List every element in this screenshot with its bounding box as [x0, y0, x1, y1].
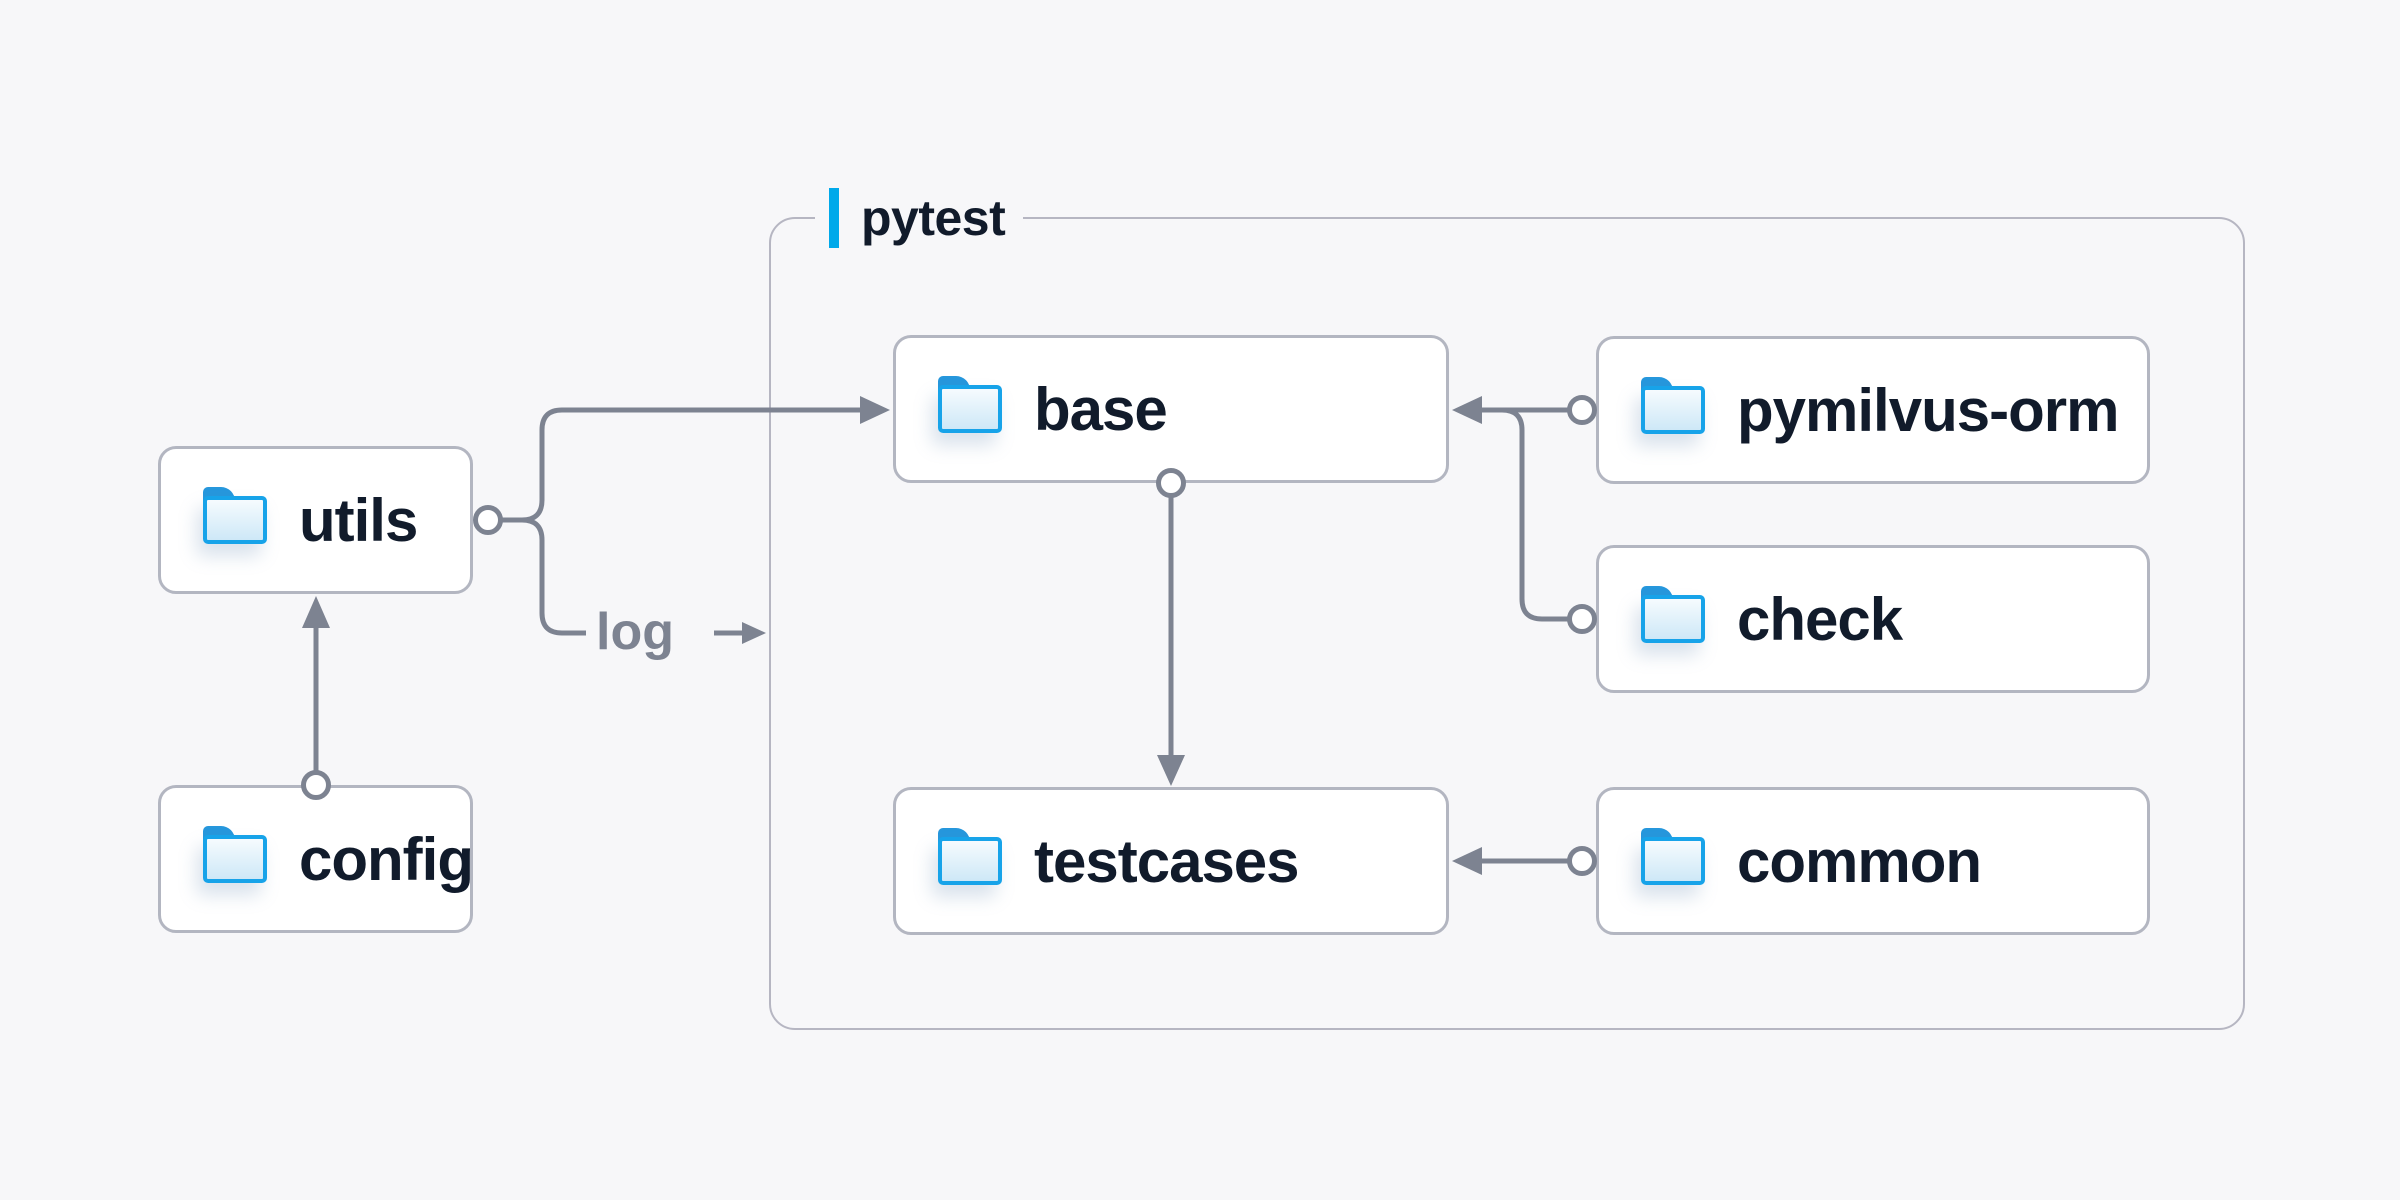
folder-icon	[938, 828, 1002, 885]
edge-log-into-pytest	[714, 622, 766, 644]
node-common: common	[1596, 787, 2150, 935]
node-label-base: base	[1034, 375, 1168, 443]
pytest-group: pytest	[769, 183, 2245, 1030]
pytest-group-title: pytest	[861, 190, 1006, 246]
edge-config-utils	[302, 596, 330, 772]
folder-icon	[938, 376, 1002, 433]
node-base: base	[893, 335, 1449, 483]
node-pymilvus-orm: pymilvus-orm	[1596, 336, 2150, 484]
node-label-pymilvus-orm: pymilvus-orm	[1737, 376, 2119, 444]
node-utils: utils	[158, 446, 473, 594]
folder-icon	[203, 826, 267, 883]
edge-label-log: log	[596, 603, 674, 661]
folder-icon	[1641, 586, 1705, 643]
node-testcases: testcases	[893, 787, 1449, 935]
edge-utils-log	[521, 517, 586, 636]
node-config: config	[158, 785, 474, 933]
node-label-utils: utils	[299, 486, 418, 554]
folder-icon	[1641, 828, 1705, 885]
port-utils	[473, 505, 503, 535]
node-label-config: config	[299, 825, 474, 893]
node-label-check: check	[1737, 585, 1903, 653]
node-check: check	[1596, 545, 2150, 693]
node-label-testcases: testcases	[1034, 827, 1300, 895]
folder-icon	[203, 487, 267, 544]
node-label-common: common	[1737, 827, 1982, 895]
pytest-group-label: pytest	[815, 183, 1024, 253]
folder-icon	[1641, 377, 1705, 434]
accent-bar	[829, 188, 839, 248]
